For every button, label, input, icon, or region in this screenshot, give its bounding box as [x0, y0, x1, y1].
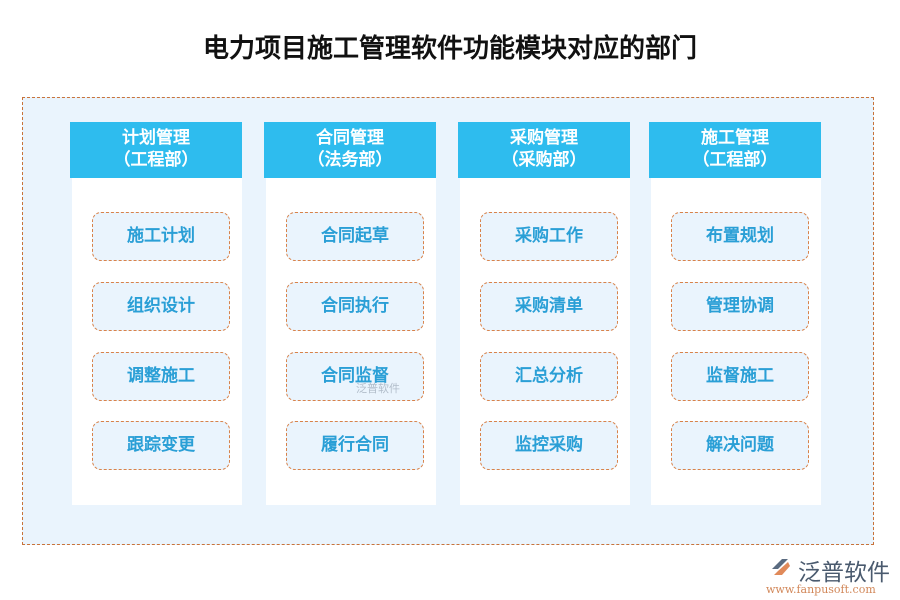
column-header: 采购管理 （采购部）	[458, 122, 630, 178]
function-item: 调整施工	[92, 352, 230, 401]
module-title: 施工管理	[701, 128, 769, 148]
column-header: 施工管理 （工程部）	[649, 122, 821, 178]
department-label: （工程部）	[113, 150, 199, 170]
function-item: 履行合同	[286, 421, 424, 470]
function-item: 组织设计	[92, 282, 230, 331]
function-item: 汇总分析	[480, 352, 618, 401]
function-item: 合同监督	[286, 352, 424, 401]
function-item: 合同执行	[286, 282, 424, 331]
function-item: 跟踪变更	[92, 421, 230, 470]
column-header: 计划管理 （工程部）	[70, 122, 242, 178]
department-label: （工程部）	[692, 150, 778, 170]
module-column-procurement: 采购管理 （采购部） 采购工作 采购清单 汇总分析 监控采购	[458, 122, 630, 505]
function-item: 解决问题	[671, 421, 809, 470]
function-item: 采购工作	[480, 212, 618, 261]
module-title: 采购管理	[510, 128, 578, 148]
module-column-contract: 合同管理 （法务部） 合同起草 合同执行 合同监督 履行合同	[264, 122, 436, 505]
column-header: 合同管理 （法务部）	[264, 122, 436, 178]
fanpu-logo-icon	[772, 559, 790, 575]
module-title: 计划管理	[122, 128, 190, 148]
brand-name: 泛普软件	[798, 560, 890, 586]
function-item: 监督施工	[671, 352, 809, 401]
function-item: 合同起草	[286, 212, 424, 261]
brand-url: www.fanpusoft.com	[766, 583, 876, 596]
page-title: 电力项目施工管理软件功能模块对应的部门	[202, 34, 697, 64]
function-item: 监控采购	[480, 421, 618, 470]
center-watermark: 泛普软件	[356, 382, 400, 395]
function-item: 管理协调	[671, 282, 809, 331]
function-item: 采购清单	[480, 282, 618, 331]
department-label: （采购部）	[501, 150, 587, 170]
module-column-plan: 计划管理 （工程部） 施工计划 组织设计 调整施工 跟踪变更	[70, 122, 242, 505]
module-column-construction: 施工管理 （工程部） 布置规划 管理协调 监督施工 解决问题	[649, 122, 821, 505]
module-title: 合同管理	[316, 128, 384, 148]
function-item: 施工计划	[92, 212, 230, 261]
department-label: （法务部）	[307, 150, 393, 170]
function-item: 布置规划	[671, 212, 809, 261]
